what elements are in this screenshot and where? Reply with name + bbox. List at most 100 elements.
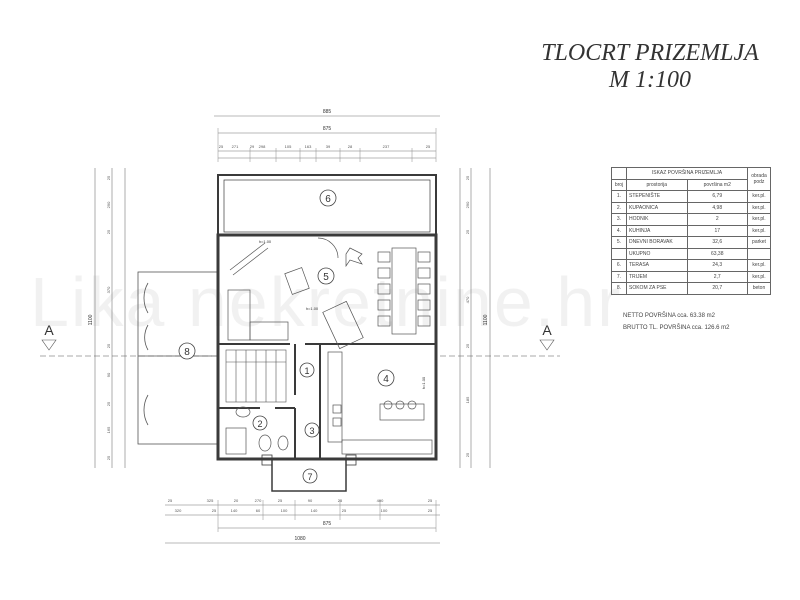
cell-room: KUHINJA xyxy=(626,224,688,237)
cell-finish: ker.pl. xyxy=(747,224,771,237)
cell-room: UKUPNO xyxy=(626,247,688,260)
dim-label: 25 xyxy=(428,508,433,513)
dim-label: 25 xyxy=(168,498,173,503)
dim-row-bottom-2: 320 25 140 60 100 140 25 100 25 xyxy=(175,508,433,513)
cell-number: 5. xyxy=(611,236,627,249)
dim-label: 470 xyxy=(465,296,470,303)
room-number-4: 4 xyxy=(383,374,389,385)
cell-room: TRIJEM xyxy=(626,270,688,283)
dim-col-left: 25 290 25 370 25 90 25 165 25 xyxy=(106,175,111,460)
dim-label: 105 xyxy=(285,144,292,149)
cell-area: 4,98 xyxy=(686,201,748,214)
room-number-5: 5 xyxy=(323,272,329,283)
dim-label: 290 xyxy=(106,201,111,208)
section-mark-left: A xyxy=(44,322,54,338)
dim-label: 25 xyxy=(465,452,470,457)
cell-number xyxy=(611,247,627,260)
dim-label: 140 xyxy=(231,508,238,513)
cell-finish: ker.pl. xyxy=(747,213,771,226)
dim-label: 90 xyxy=(106,372,111,377)
dim-label: 25 xyxy=(106,455,111,460)
table-header-spacer xyxy=(611,167,627,180)
cell-number: 2. xyxy=(611,201,627,214)
cell-room: STEPENIŠTE xyxy=(626,190,688,203)
dim-label: 25 xyxy=(465,343,470,348)
dim-label: 100 xyxy=(381,508,388,513)
dim-top-outer: 885 xyxy=(323,109,332,115)
dimension-ticks xyxy=(217,128,437,532)
col-title-area: površina m2 xyxy=(686,178,748,191)
dim-label: 25 xyxy=(106,175,111,180)
cell-area: 63,38 xyxy=(686,247,748,260)
dim-row-top: 25 271 29 298 105 163 39 28 237 25 xyxy=(219,144,431,149)
dim-label: 25 xyxy=(212,508,217,513)
staircase xyxy=(225,349,287,403)
room-number-markers xyxy=(178,189,395,484)
dim-label: 325 xyxy=(207,498,214,503)
cell-finish: ker.pl. xyxy=(747,190,771,203)
dim-left-outer: 1100 xyxy=(88,314,94,325)
dim-label: 165 xyxy=(106,426,111,433)
brutto-area: BRUTTO TL. POVRŠINA cca. 126.6 m2 xyxy=(623,325,730,331)
table-row: 8. SOKOM ZA PSE 20,7 beton xyxy=(611,282,771,295)
col-title-number: broj xyxy=(611,178,627,191)
cell-finish: ker.pl. xyxy=(747,259,771,272)
cell-number: 7. xyxy=(611,270,627,283)
dimension-lines xyxy=(94,115,491,544)
cell-room: HODNIK xyxy=(626,213,688,226)
entrance-porch-7 xyxy=(261,454,357,492)
dim-bottom-outer: 1080 xyxy=(294,536,305,542)
dim-label: 25 xyxy=(278,498,283,503)
kitchen-fixtures xyxy=(327,351,433,455)
living-room-furniture xyxy=(227,237,364,350)
cell-finish: parket xyxy=(747,236,771,249)
room-number-8: 8 xyxy=(184,347,190,358)
drawing-title: TLOCRT PRIZEMLJA M 1:100 xyxy=(520,40,780,94)
table-row: 7. TRIJEM 2,7 ker.pl. xyxy=(611,270,771,283)
annotation-height-3: h=1.00 xyxy=(421,376,426,389)
dim-label: 140 xyxy=(311,508,318,513)
dim-label: 25 xyxy=(428,498,433,503)
cell-number: 3. xyxy=(611,213,627,226)
dim-label: 25 xyxy=(219,144,224,149)
room-number-2: 2 xyxy=(257,419,262,429)
cell-room: DNEVNI BORAVAK xyxy=(626,236,688,249)
dim-label: 39 xyxy=(326,144,331,149)
annotation-height-1: h=1.00 xyxy=(259,239,272,244)
table-header: ISKAZ POVRŠINA PRIZEMLJA xyxy=(626,167,748,180)
dim-label: 100 xyxy=(281,508,288,513)
cell-finish xyxy=(747,247,771,260)
cell-area: 2 xyxy=(686,213,748,226)
cell-room: SOKOM ZA PSE xyxy=(626,282,688,295)
table-row-total: UKUPNO 63,38 xyxy=(611,247,771,260)
dim-label: 25 xyxy=(106,229,111,234)
dim-label: 400 xyxy=(377,498,384,503)
cell-area: 20,7 xyxy=(686,282,748,295)
cell-number: 8. xyxy=(611,282,627,295)
cell-number: 6. xyxy=(611,259,627,272)
title-line-2: M 1:100 xyxy=(609,67,691,93)
dim-label: 25 xyxy=(465,175,470,180)
table-row: 2. KUPAONICA 4,98 ker.pl. xyxy=(611,201,771,214)
dim-label: 25 xyxy=(106,401,111,406)
room-number-1: 1 xyxy=(304,366,309,376)
dim-top-mid: 875 xyxy=(323,126,332,132)
table-row: 4. KUHINJA 17 ker.pl. xyxy=(611,224,771,237)
dim-label: 90 xyxy=(308,498,313,503)
dim-bottom-mid: 875 xyxy=(323,521,332,527)
dim-label: 290 xyxy=(465,201,470,208)
dim-label: 20 xyxy=(234,498,239,503)
cell-finish: ker.pl. xyxy=(747,201,771,214)
cell-number: 4. xyxy=(611,224,627,237)
area-table: ISKAZ POVRŠINA PRIZEMLJA obrada podz bro… xyxy=(611,167,771,295)
dim-label: 298 xyxy=(259,144,266,149)
section-line-a-a xyxy=(40,339,560,357)
cell-finish: beton xyxy=(747,282,771,295)
cell-area: 2,7 xyxy=(686,270,748,283)
table-row: 5. DNEVNI BORAVAK 32,6 parket xyxy=(611,236,771,249)
dim-label: 271 xyxy=(232,144,239,149)
dim-label: 25 xyxy=(426,144,431,149)
cell-room: TERASA xyxy=(626,259,688,272)
cell-number: 1. xyxy=(611,190,627,203)
